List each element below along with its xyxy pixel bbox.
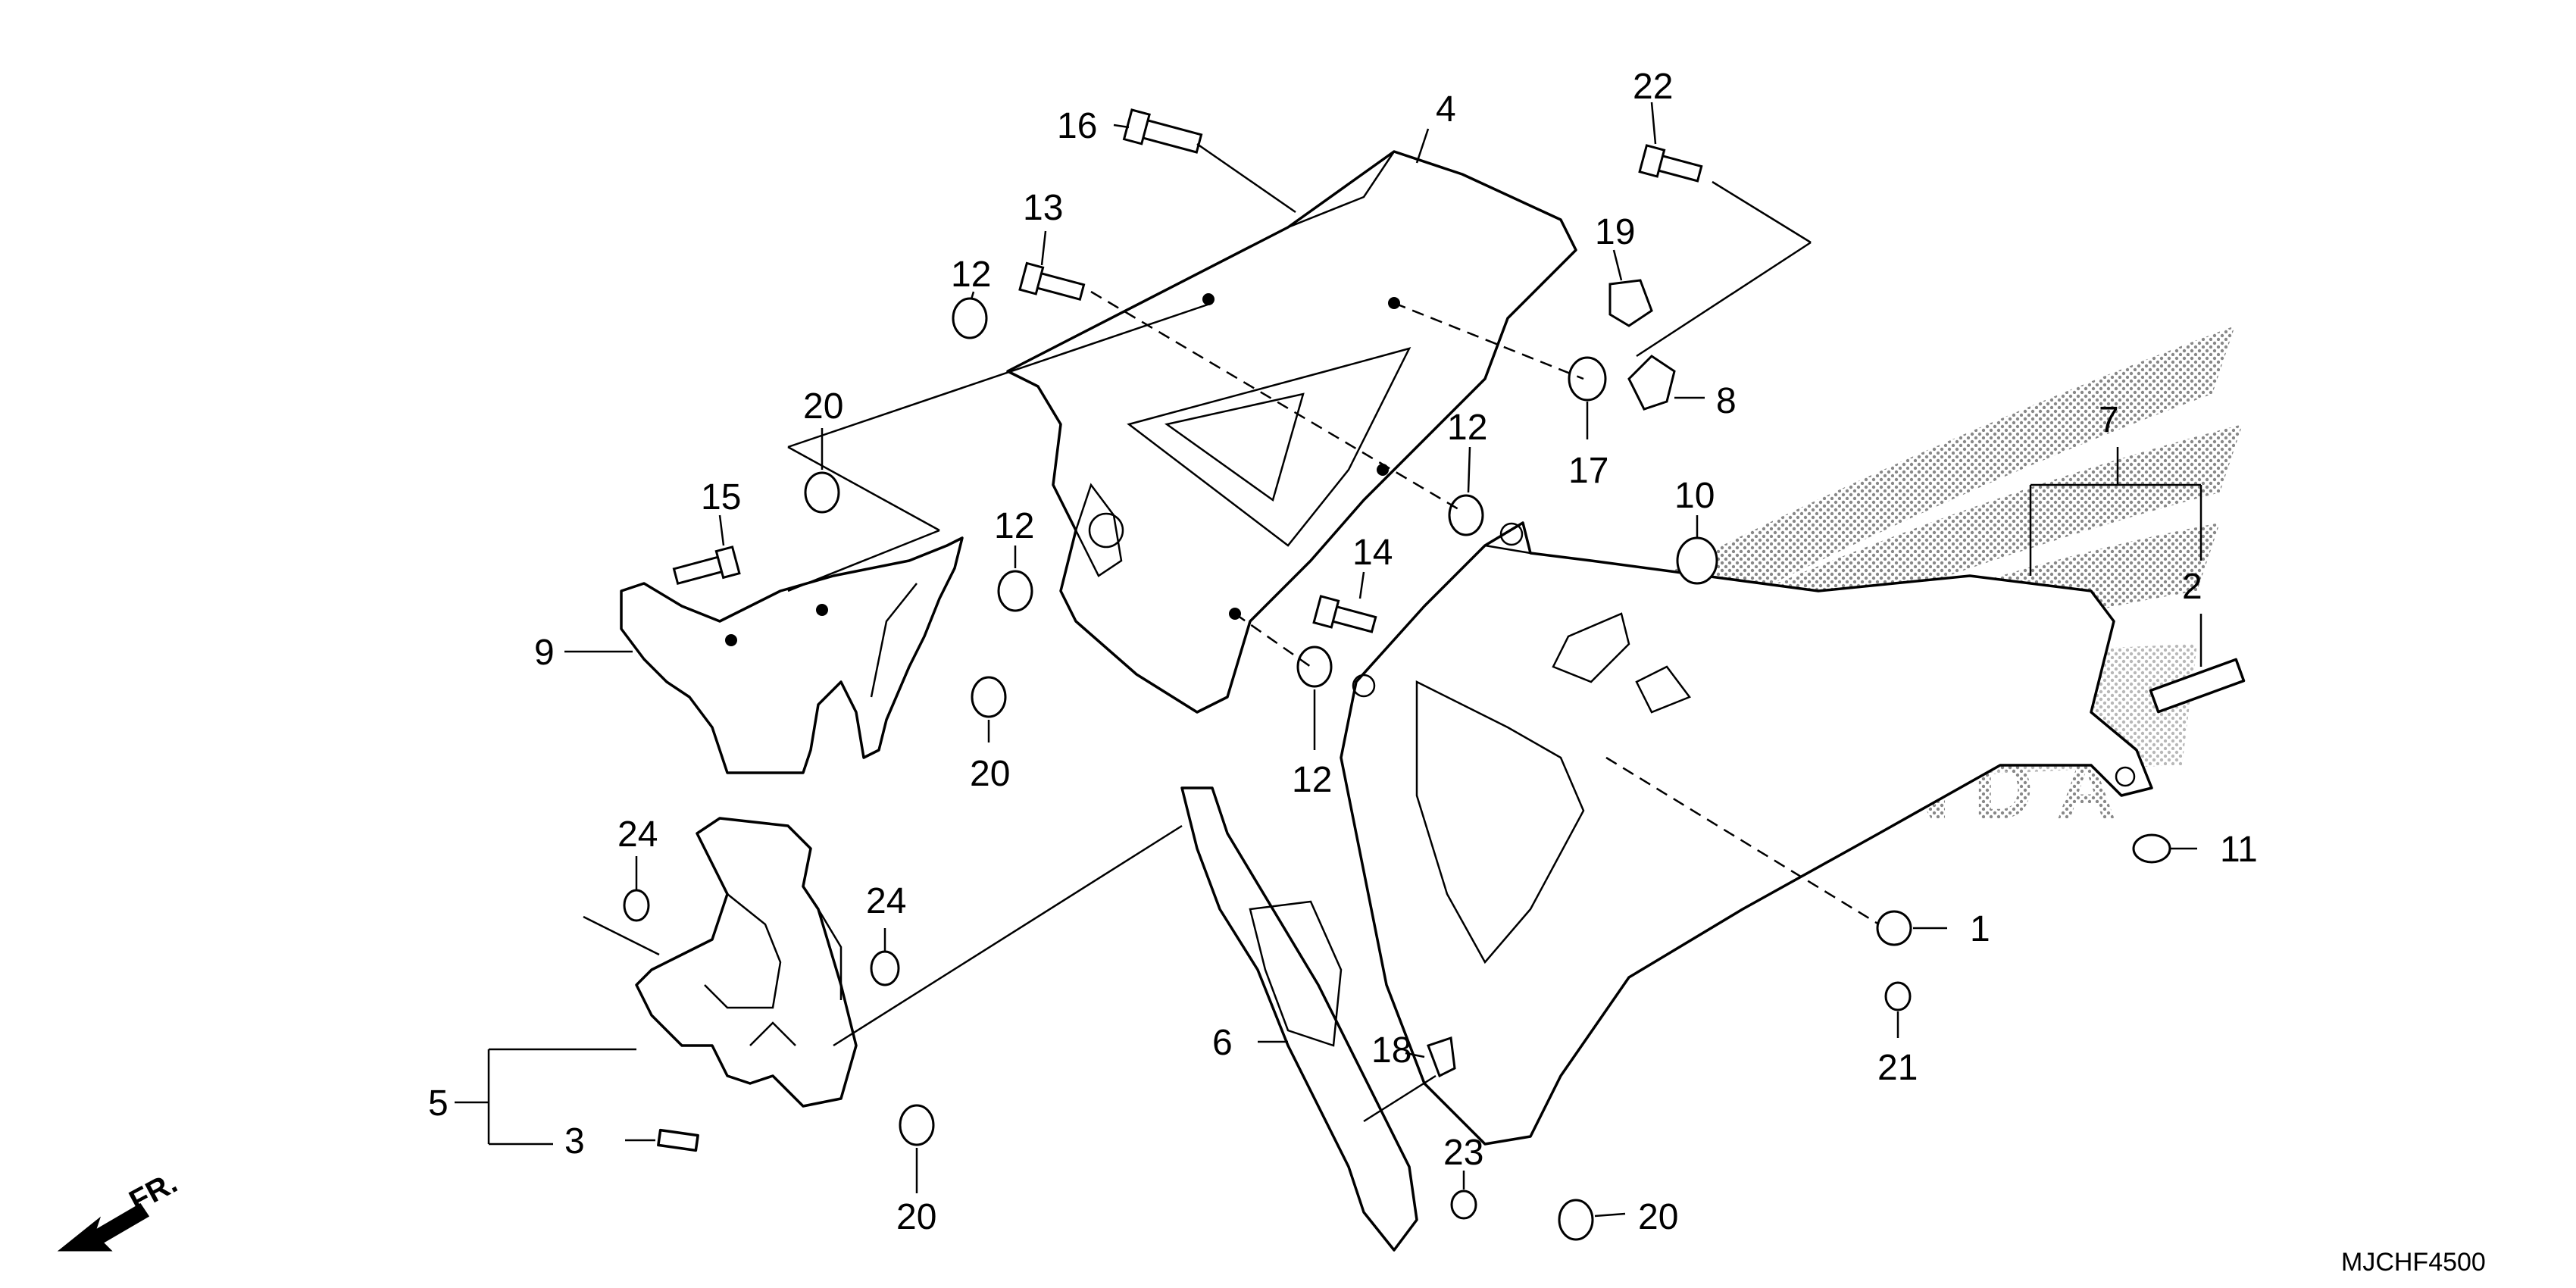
callout-2: 2 (2182, 567, 2202, 607)
callout-11: 11 (2220, 830, 2258, 870)
part-1-lower-cowl (1340, 521, 2153, 1146)
assembly-lines (583, 142, 1880, 1123)
leader-lines (455, 102, 2202, 1218)
callout-15: 15 (701, 477, 741, 517)
callout-20d: 20 (1638, 1197, 1678, 1237)
part-6-side-strip (1180, 786, 1418, 1252)
part-2-strip (2149, 658, 2246, 714)
callout-20b: 20 (970, 754, 1010, 794)
callout-1: 1 (1970, 909, 1990, 949)
part-9-inner-cover (620, 536, 964, 774)
callout-7: 7 (2099, 400, 2119, 440)
callout-24b: 24 (866, 881, 906, 921)
callout-8: 8 (1716, 381, 1737, 421)
part-5-lower-panel (635, 817, 858, 1108)
callout-9: 9 (534, 633, 555, 673)
callout-23: 23 (1443, 1133, 1483, 1173)
callout-20a: 20 (803, 386, 843, 427)
callout-12c: 12 (1447, 408, 1487, 448)
part-3-pad (657, 1128, 699, 1152)
callout-12b: 12 (994, 506, 1034, 546)
callout-13: 13 (1023, 188, 1063, 228)
callout-22: 22 (1633, 67, 1673, 107)
callout-4: 4 (1436, 89, 1456, 130)
callout-16: 16 (1057, 106, 1097, 146)
part-4-upper-cowl (1006, 150, 1577, 714)
callout-10: 10 (1674, 476, 1715, 516)
callout-3: 3 (564, 1121, 585, 1161)
callout-18: 18 (1371, 1030, 1411, 1071)
callout-5: 5 (428, 1083, 449, 1124)
diagram-code: MJCHF4500 (2341, 1248, 2486, 1277)
callout-14: 14 (1352, 533, 1393, 573)
callout-17: 17 (1568, 451, 1608, 491)
front-direction-arrow: FR. (57, 1166, 183, 1252)
callout-19: 19 (1595, 212, 1635, 252)
callout-21: 21 (1877, 1048, 1918, 1088)
callout-20c: 20 (896, 1197, 936, 1237)
callout-12a: 12 (951, 255, 991, 295)
fasteners (623, 108, 2171, 1241)
callout-12d: 12 (1292, 760, 1332, 800)
callout-6: 6 (1212, 1023, 1233, 1063)
callout-24a: 24 (617, 814, 658, 855)
callout-labels: 1 2 3 4 5 6 7 8 9 10 11 12 12 12 12 13 1… (428, 67, 2258, 1237)
